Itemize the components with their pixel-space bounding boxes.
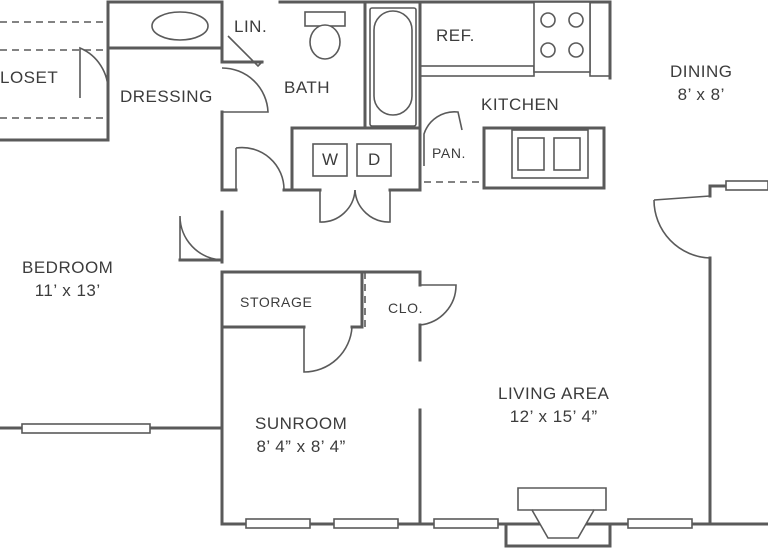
range <box>533 1 591 73</box>
fixtures <box>151 1 611 539</box>
room-bedroom-size: 11’ x 13’ <box>34 281 101 300</box>
room-bedroom: BEDROOM 11’ x 13’ <box>22 256 113 302</box>
room-linen: LIN. <box>234 15 267 38</box>
room-bath: BATH <box>284 76 330 99</box>
room-sunroom: SUNROOM 8’ 4” x 8’ 4” <box>255 412 347 458</box>
room-dressing: DRESSING <box>120 85 213 108</box>
windows <box>21 180 768 529</box>
label-dryer: D <box>368 148 381 171</box>
room-dressing-name: DRESSING <box>120 87 213 106</box>
room-dining-name: DINING <box>670 62 733 81</box>
room-closet-2: CLO. <box>388 297 423 320</box>
label-dryer-name: D <box>368 150 381 169</box>
room-bath-name: BATH <box>284 78 331 97</box>
room-closet: LOSET <box>0 66 58 89</box>
room-living: LIVING AREA 12’ x 15’ 4” <box>498 382 609 428</box>
room-bedroom-name: BEDROOM <box>22 258 114 277</box>
bathtub <box>369 7 417 127</box>
toilet-tank <box>304 11 346 27</box>
fireplace <box>517 487 607 539</box>
room-linen-name: LIN. <box>234 17 268 36</box>
room-living-size: 12’ x 15’ 4” <box>509 407 598 426</box>
closet-shelves <box>0 21 484 327</box>
label-washer: W <box>322 148 339 171</box>
label-washer-name: W <box>322 150 339 169</box>
door-swings <box>79 35 711 373</box>
room-closet-2-name: CLO. <box>388 300 424 316</box>
toilet-bowl <box>309 24 341 60</box>
room-refrigerator-name: REF. <box>436 26 475 45</box>
room-pantry-name: PAN. <box>432 145 467 161</box>
dryer-box <box>356 143 392 177</box>
room-storage-name: STORAGE <box>240 294 313 310</box>
room-closet-name: LOSET <box>0 68 59 87</box>
room-dining: DINING 8’ x 8’ <box>670 60 733 106</box>
room-kitchen-name: KITCHEN <box>481 95 560 114</box>
room-refrigerator: REF. <box>436 24 475 47</box>
washer-box <box>312 143 348 177</box>
vanity-sink <box>151 11 209 41</box>
room-living-name: LIVING AREA <box>498 384 610 403</box>
room-pantry: PAN. <box>432 142 466 165</box>
kitchen-sink <box>511 129 589 179</box>
room-storage: STORAGE <box>240 291 312 314</box>
room-sunroom-name: SUNROOM <box>255 414 348 433</box>
room-dining-size: 8’ x 8’ <box>677 85 725 104</box>
room-kitchen: KITCHEN <box>481 93 559 116</box>
room-sunroom-size: 8’ 4” x 8’ 4” <box>256 437 346 456</box>
